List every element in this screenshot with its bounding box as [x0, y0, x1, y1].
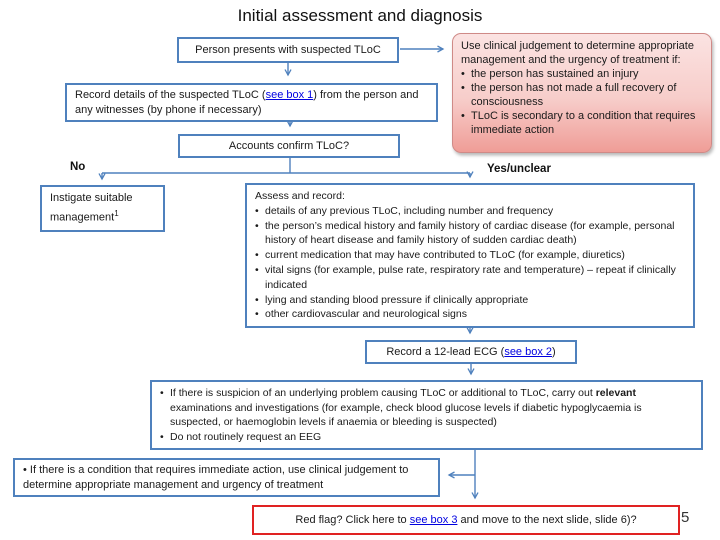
slide-title: Initial assessment and diagnosis: [237, 6, 483, 25]
bullet-glyph: •: [255, 219, 259, 232]
assess-bullet: • other cardiovascular and neurological …: [255, 308, 467, 321]
accounts-confirm-box: Accounts confirm TLoC?: [178, 134, 400, 158]
page-number: 5: [681, 509, 690, 526]
assess-bullet: • details of any previous TLoC, includin…: [255, 204, 554, 217]
investigations-box: • If there is suspicion of an underlying…: [150, 380, 703, 450]
accounts-confirm-text: Accounts confirm TLoC?: [228, 139, 350, 152]
assess-record-box: Assess and record: • details of any prev…: [245, 183, 695, 329]
see-box-1-link[interactable]: see box 1: [265, 89, 314, 101]
record-details-box: Record details of the suspected TLoC (se…: [65, 83, 438, 122]
assess-bullet: • the person’s medical history and famil…: [255, 219, 675, 247]
person-presents-box: Person presents with suspected TLoC: [177, 37, 399, 63]
ecg-box: Record a 12-lead ECG (see box 2): [365, 340, 577, 364]
clinical-judgement-callout: Use clinical judgement to determine appr…: [452, 33, 712, 153]
investigations-bullet: • If there is suspicion of an underlying…: [160, 387, 642, 428]
bullet-glyph: •: [160, 430, 164, 443]
bullet-glyph: •: [255, 293, 259, 306]
assess-bullet: • lying and standing blood pressure if c…: [255, 293, 529, 306]
bullet-glyph: •: [255, 263, 259, 276]
red-flag-box[interactable]: Red flag? Click here to see box 3 and mo…: [252, 505, 680, 535]
ecg-text: Record a 12-lead ECG (see box 2): [386, 345, 556, 358]
red-flag-text: Red flag? Click here to see box 3 and mo…: [295, 514, 637, 526]
instigate-text: Instigate suitable management: [50, 192, 133, 224]
person-presents-text: Person presents with suspected TLoC: [195, 43, 381, 56]
bullet-glyph: •: [461, 68, 465, 80]
bullet-glyph: •: [23, 464, 27, 476]
bullet-glyph: •: [255, 204, 259, 217]
bullet-glyph: •: [461, 110, 465, 122]
callout-bullet: • TLoC is secondary to a condition that …: [461, 110, 696, 136]
yes-unclear-label: Yes/unclear: [487, 163, 551, 175]
callout-bullet: • the person has not made a full recover…: [461, 82, 677, 108]
relevant-bold: relevant: [595, 387, 636, 399]
immediate-action-box: • If there is a condition that requires …: [13, 458, 440, 497]
investigations-bullet: • Do not routinely request an EEG: [160, 430, 322, 443]
immediate-action-text: If there is a condition that requires im…: [23, 464, 409, 491]
assess-bullet: • vital signs (for example, pulse rate, …: [255, 263, 676, 291]
instigate-management-box: Instigate suitable management1: [40, 185, 165, 232]
assess-bullet: • current medication that may have contr…: [255, 249, 625, 262]
bullet-glyph: •: [160, 387, 164, 399]
bullet-glyph: •: [255, 308, 259, 321]
see-box-2-link[interactable]: see box 2: [504, 345, 553, 358]
callout-intro: Use clinical judgement to determine appr…: [461, 40, 694, 66]
callout-bullet: • the person has sustained an injury: [461, 68, 639, 80]
see-box-3-link[interactable]: see box 3: [409, 514, 458, 526]
branch-line: [102, 158, 470, 174]
record-details-text: Record details of the suspected TLoC (: [75, 89, 266, 101]
assess-heading: Assess and record:: [255, 190, 345, 202]
bullet-glyph: •: [255, 249, 259, 262]
no-label: No: [70, 161, 86, 173]
bullet-glyph: •: [461, 82, 465, 94]
record-details-text: ) from the person and any witnesses (by …: [75, 89, 419, 116]
footnote-ref: 1: [114, 209, 119, 218]
